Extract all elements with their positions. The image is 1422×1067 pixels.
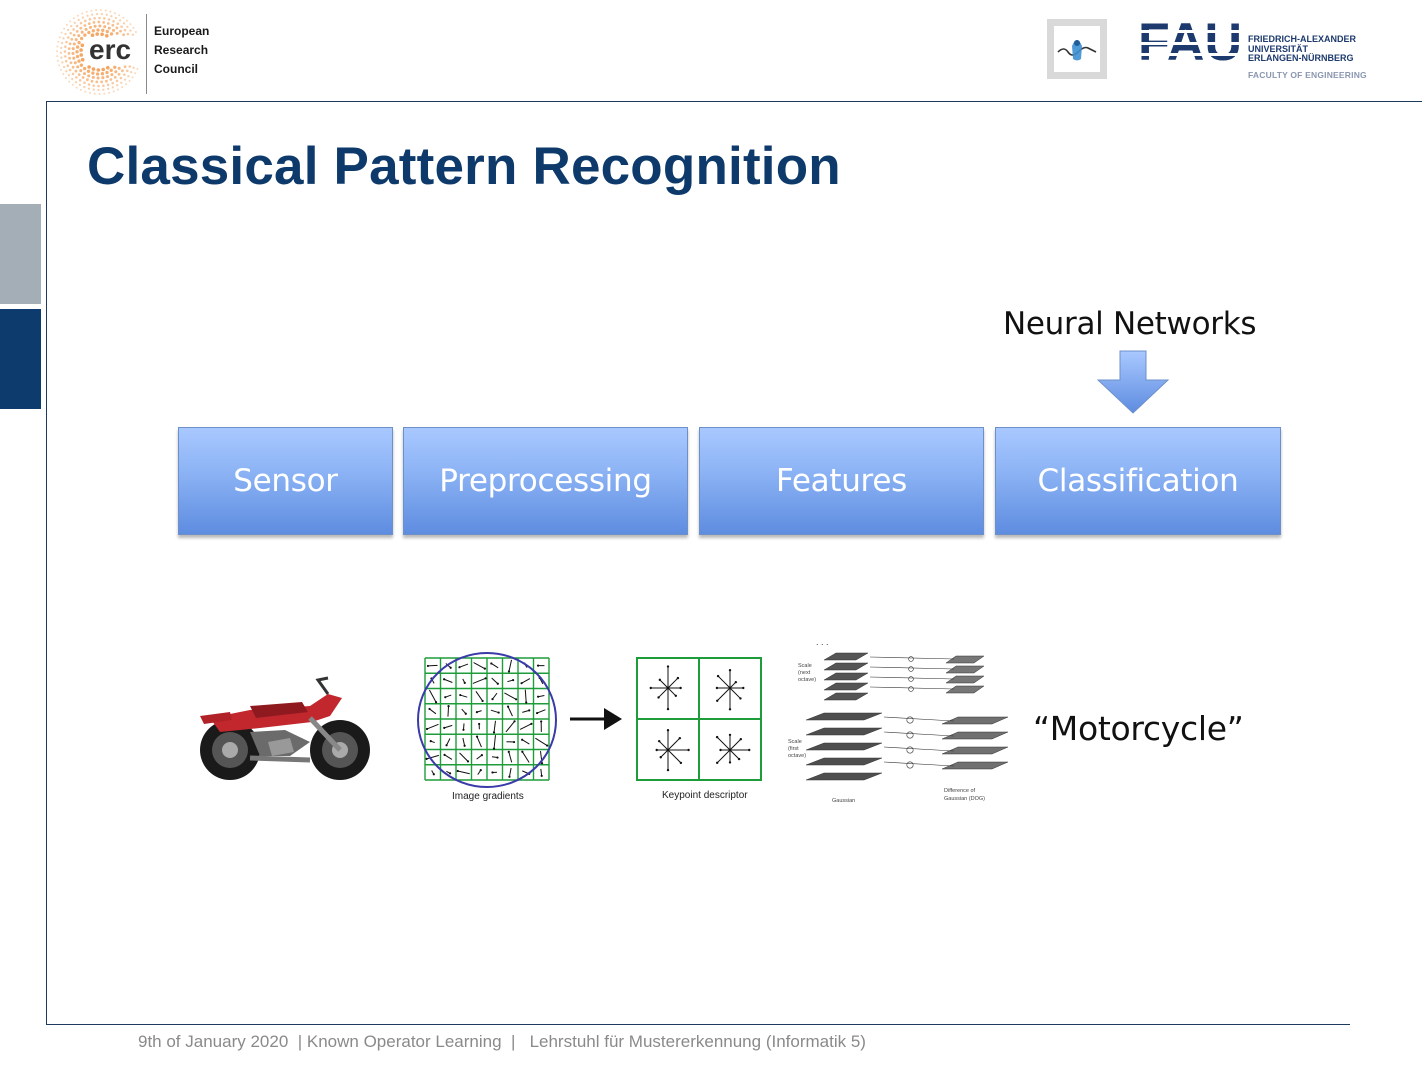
scale-next-label-3: octave) <box>798 677 816 683</box>
slide-title: Classical Pattern Recognition <box>87 137 841 196</box>
side-tab-gray <box>0 204 41 304</box>
pipeline-step-classification: Classification <box>995 427 1281 535</box>
dog-label-2: Gaussian (DOG) <box>944 796 985 802</box>
classification-result-label: “Motorcycle” <box>1033 709 1244 748</box>
dog-label-1: Difference of <box>944 788 976 794</box>
down-arrow-icon <box>1096 350 1170 414</box>
keypoint-descriptor-caption: Keypoint descriptor <box>662 790 748 801</box>
erc-logo: erc <box>56 9 139 95</box>
pattern-recognition-lab-logo <box>1047 19 1107 79</box>
motorcycle-image <box>200 676 370 780</box>
difference-of-gaussian-pyramid: . . . Scale (next octave) Scale (first o… <box>788 637 1009 804</box>
image-gradients-caption: Image gradients <box>452 791 524 802</box>
scale-first-label-1: Scale <box>788 739 802 745</box>
pipeline-step-sensor: Sensor <box>178 427 393 535</box>
scale-next-label-1: Scale <box>798 663 812 669</box>
scale-first-label-2: (first <box>788 746 799 752</box>
fau-line-3: ERLANGEN-NÜRNBERG <box>1248 53 1354 63</box>
svg-text:. . .: . . . <box>816 637 829 647</box>
gradient-grid <box>424 657 550 781</box>
gradient-arrows <box>425 659 549 778</box>
fau-faculty: FACULTY OF ENGINEERING <box>1248 70 1367 80</box>
scale-first-label-3: octave) <box>788 753 806 759</box>
fau-university-name: FRIEDRICH-ALEXANDER UNIVERSITÄT ERLANGEN… <box>1248 34 1418 64</box>
keypoint-orientation-histograms <box>649 665 751 772</box>
fau-line-1: FRIEDRICH-ALEXANDER <box>1248 34 1356 44</box>
fau-line-2: UNIVERSITÄT <box>1248 43 1309 54</box>
gaussian-stacks <box>805 652 1009 781</box>
scale-next-label-2: (next <box>798 670 811 676</box>
fau-logo: FAU <box>1138 18 1244 62</box>
pipeline-step-features: Features <box>699 427 984 535</box>
erc-name: European Research Council <box>146 14 236 94</box>
erc-logo-word: erc <box>89 34 131 65</box>
neural-networks-label: Neural Networks <box>1003 306 1257 342</box>
slide-footer: 9th of January 2020 | Known Operator Lea… <box>138 1032 866 1051</box>
side-tab-blue <box>0 309 41 409</box>
erc-dot-ring <box>56 9 139 95</box>
erc-line-1: European <box>154 24 210 38</box>
frame-bottom-rule <box>46 1024 1350 1025</box>
right-arrow-icon <box>570 708 622 730</box>
erc-line-2: Research <box>154 43 209 57</box>
pattern-recognition-lab-icon <box>1057 40 1097 61</box>
frame-left-rule <box>46 101 47 1025</box>
image-gradients-diagram <box>417 652 557 788</box>
keypoint-descriptor-diagram <box>636 657 762 781</box>
gaussian-label: Gaussian <box>832 798 855 804</box>
erc-line-3: Council <box>154 62 198 76</box>
pipeline-step-preprocessing: Preprocessing <box>403 427 688 535</box>
frame-top-rule <box>46 101 1422 102</box>
